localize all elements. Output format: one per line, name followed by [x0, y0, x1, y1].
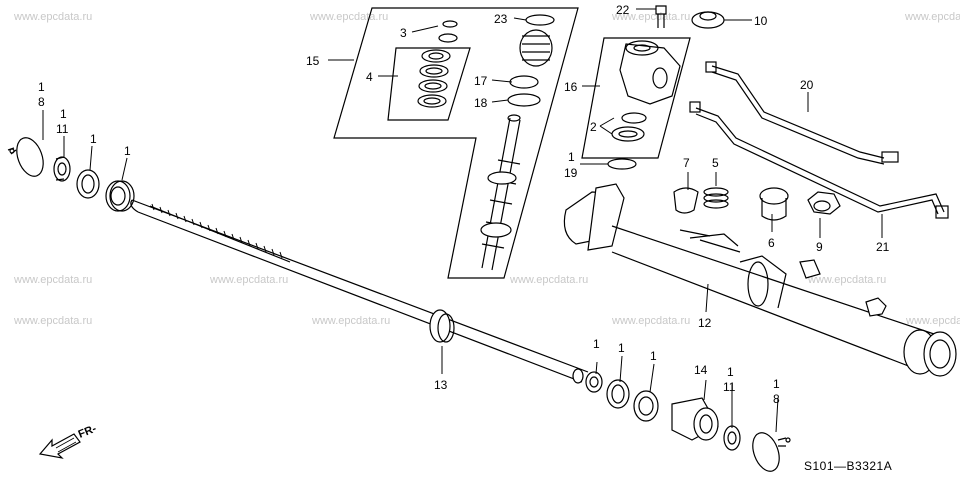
left-dust-seal: [53, 156, 71, 182]
steering-rack: [130, 199, 589, 384]
right-inner-ring: [585, 371, 603, 393]
watermark-text: www.epcdata.ru: [309, 11, 388, 23]
callout-part-19: 19: [564, 166, 578, 180]
right-boot-clamp: [752, 432, 791, 472]
guide-screw: [759, 187, 789, 221]
gearbox-housing: [563, 183, 957, 377]
callout-part-5: 5: [712, 156, 719, 170]
seal-ring-stack: [387, 20, 471, 121]
pinion-upper-seals: [507, 14, 555, 107]
callout-part-1: 1: [650, 349, 657, 363]
front-direction-label: FR-: [77, 423, 99, 441]
leader-lines: [42, 8, 883, 433]
spring: [703, 187, 729, 209]
left-bushing: [105, 180, 135, 212]
callout-part-22: 22: [616, 3, 630, 17]
left-boot-clamp: [7, 137, 44, 177]
valve-housing: [607, 40, 681, 170]
callout-part-1: 1: [38, 80, 45, 94]
left-oil-seal: [76, 169, 100, 199]
callout-part-1: 1: [773, 377, 780, 391]
callout-part-1: 1: [568, 150, 575, 164]
watermark-text: www.epcdata.ru: [209, 274, 288, 286]
callout-part-21: 21: [876, 240, 890, 254]
watermark-text: www.epcdata.ru: [13, 315, 92, 327]
callout-part-8: 8: [38, 95, 45, 109]
callout-part-13: 13: [434, 378, 448, 392]
callout-part-18: 18: [474, 96, 488, 110]
callout-part-11: 11: [723, 380, 736, 394]
front-direction-arrow: FR-: [38, 423, 99, 459]
callout-part-11: 11: [56, 122, 69, 136]
watermark-text: www.epcdata.ru: [905, 315, 960, 327]
feed-line-21: [689, 101, 949, 219]
callout-part-16: 16: [564, 80, 578, 94]
watermark-text: www.epcdata.ru: [611, 11, 690, 23]
callout-part-14: 14: [694, 363, 708, 377]
feed-line-20: [705, 61, 899, 165]
right-oil-seal: [606, 379, 630, 409]
callout-part-1: 1: [124, 144, 131, 158]
right-dust-seal: [723, 425, 741, 451]
watermark-text: www.epcdata.ru: [904, 11, 960, 23]
right-bushing: [633, 390, 659, 422]
callout-part-1: 1: [727, 365, 734, 379]
callout-part-1: 1: [90, 132, 97, 146]
valve-housing-frame: [581, 37, 691, 159]
callout-labels: 1 8 1 11 1 1 15 3 4 23 17 18 22 10 16 2 …: [38, 3, 890, 406]
callout-part-23: 23: [494, 12, 508, 26]
callout-part-8: 8: [773, 392, 780, 406]
callout-part-20: 20: [800, 78, 814, 92]
watermark-text: www.epcdata.ru: [611, 315, 690, 327]
pinion-shaft: [480, 114, 521, 271]
callout-part-9: 9: [816, 240, 823, 254]
watermark-text: www.epcdata.ru: [807, 274, 886, 286]
lock-nut: [807, 191, 841, 215]
callout-part-1: 1: [593, 337, 600, 351]
watermark-text: www.epcdata.ru: [13, 274, 92, 286]
callout-part-1: 1: [618, 341, 625, 355]
callout-part-12: 12: [698, 316, 712, 330]
callout-part-7: 7: [683, 156, 690, 170]
valve-group-frame: [333, 7, 579, 279]
diagram-code: S101—B3321A: [804, 459, 892, 473]
callout-part-17: 17: [474, 74, 488, 88]
callout-part-10: 10: [754, 14, 768, 28]
callout-part-15: 15: [306, 54, 320, 68]
callout-part-4: 4: [366, 70, 373, 84]
watermark-text: www.epcdata.ru: [509, 274, 588, 286]
watermarks: www.epcdata.ru www.epcdata.ru www.epcdat…: [13, 11, 960, 327]
callout-part-3: 3: [400, 26, 407, 40]
cylinder-end-cap: [671, 397, 719, 441]
callout-part-2: 2: [590, 120, 597, 134]
watermark-text: www.epcdata.ru: [13, 11, 92, 23]
watermark-text: www.epcdata.ru: [311, 315, 390, 327]
rack-guide: [673, 187, 699, 214]
callout-part-6: 6: [768, 236, 775, 250]
callout-part-1: 1: [60, 107, 67, 121]
